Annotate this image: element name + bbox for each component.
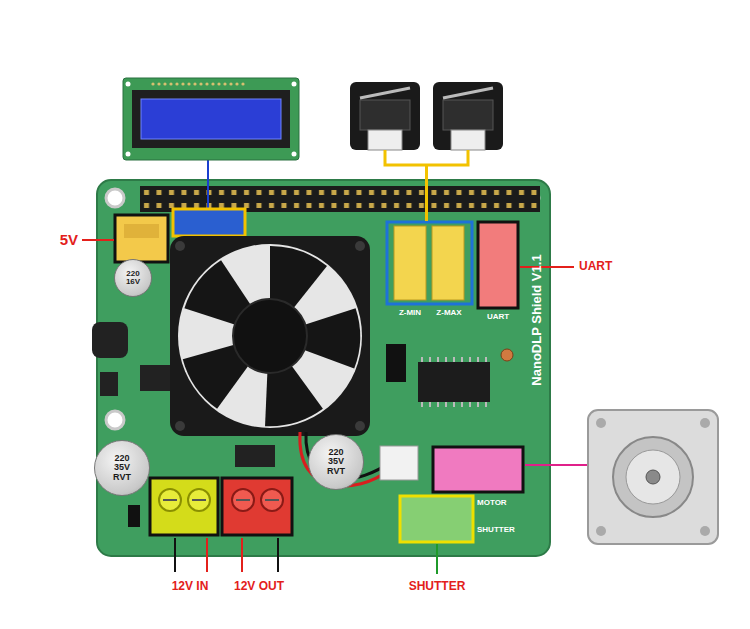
motor-hole <box>700 526 710 536</box>
fan-blades <box>171 246 373 442</box>
connector-slot <box>124 224 159 238</box>
motor-hole <box>700 418 710 428</box>
leader-line <box>436 544 438 574</box>
mosfet <box>235 445 275 467</box>
lcd-pins <box>150 81 246 87</box>
capacitor-top: 220 35V RVT <box>94 440 150 496</box>
lcd-header-box <box>173 209 245 236</box>
input-terminal <box>150 478 218 535</box>
switch-lever <box>443 88 493 98</box>
lcd-module <box>123 78 299 160</box>
fan-hole <box>355 241 365 251</box>
callout-label: 12V OUT <box>234 580 284 593</box>
leader-line <box>82 239 114 241</box>
lcd-hole <box>292 82 297 87</box>
zmin-connector <box>394 226 426 300</box>
capacitor-top: 220 16V <box>114 259 152 297</box>
endstop-wire <box>385 150 468 221</box>
motor-shaft <box>646 470 660 484</box>
board-name: NanoDLP Shield V1.1 <box>529 254 544 385</box>
driver-chip <box>418 362 490 402</box>
jumper-header <box>386 344 406 382</box>
switch-connector <box>451 130 485 150</box>
lcd-hole <box>126 152 131 157</box>
motor-connector <box>433 447 523 492</box>
lcd-hole <box>126 82 131 87</box>
silkscreen-label: UART <box>487 313 509 322</box>
leader-line <box>525 464 587 466</box>
fan-connector <box>380 446 418 480</box>
capacitor-marking: 220 16V <box>122 270 144 287</box>
leader-line <box>520 266 574 268</box>
callout-label: SHUTTER <box>409 580 466 593</box>
regulator-chip <box>140 365 170 391</box>
silkscreen-label: Z-MIN <box>399 309 421 318</box>
capacitor-marking: 220 35V RVT <box>325 448 347 476</box>
endstop-switch <box>433 82 503 150</box>
switch-connector <box>368 130 402 150</box>
fan-hole <box>175 421 185 431</box>
silkscreen-label: MOTOR <box>477 499 507 508</box>
stepper-motor <box>588 410 718 544</box>
screw-slot <box>163 499 279 501</box>
capacitor-top: 220 35V RVT <box>308 434 364 490</box>
leader-line <box>174 538 176 572</box>
mount-hole <box>106 411 124 429</box>
motor-ring <box>613 437 693 517</box>
lcd-hole <box>292 152 297 157</box>
fan-hub <box>233 299 307 373</box>
mount-hole <box>106 189 124 207</box>
motor-hole <box>596 418 606 428</box>
chip-pins <box>422 357 486 407</box>
motor-face <box>626 450 680 504</box>
endstop-switch <box>350 82 420 150</box>
inductor <box>92 322 128 358</box>
callout-label: UART <box>579 260 612 273</box>
silkscreen-label: Z-MAX <box>436 309 461 318</box>
uart-connector <box>478 222 518 308</box>
zmax-connector <box>432 226 464 300</box>
callout-label: 5V <box>60 232 78 249</box>
pcb-board <box>97 180 550 556</box>
jumper <box>128 505 140 527</box>
led <box>501 349 513 361</box>
switch-board <box>350 82 420 150</box>
switch-lever <box>360 88 410 98</box>
motor-hole <box>596 526 606 536</box>
switch-body <box>360 100 410 130</box>
diode <box>100 372 118 396</box>
callout-label: 12V IN <box>172 580 209 593</box>
switch-board <box>433 82 503 150</box>
capacitor-marking: 220 35V RVT <box>111 454 133 482</box>
lcd-pcb <box>123 78 299 160</box>
leader-line <box>277 538 279 572</box>
endstop-box <box>387 222 472 304</box>
fan-hole <box>355 421 365 431</box>
shutter-connector <box>400 496 473 542</box>
switch-body <box>443 100 493 130</box>
output-terminal <box>222 478 292 535</box>
lcd-bezel <box>132 90 290 148</box>
leader-line <box>241 538 243 572</box>
power-connector <box>115 215 168 262</box>
silkscreen-label: SHUTTER <box>477 526 515 535</box>
lcd-wire <box>207 160 209 209</box>
fan-hole <box>175 241 185 251</box>
motor-body <box>588 410 718 544</box>
cooling-fan <box>170 236 373 442</box>
lcd-screen <box>141 99 281 139</box>
leader-line <box>206 538 208 572</box>
